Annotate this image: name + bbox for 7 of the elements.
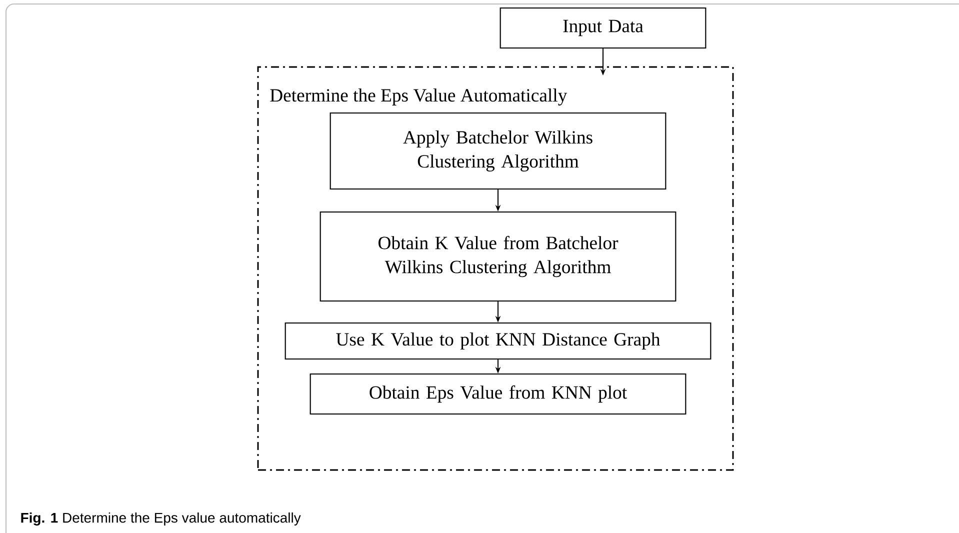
- group-heading: Determine the Eps Value Automatically: [270, 88, 568, 106]
- process-box: Use K Value to plot KNN Distance Graph: [284, 322, 712, 360]
- figure-caption: Fig. 1 Determine the Eps value automatically: [21, 512, 301, 526]
- process-box: Obtain K Value from Batchelor Wilkins Clustering Algorithm: [320, 211, 676, 302]
- process-box: Obtain Eps Value from KNN plot: [310, 373, 686, 415]
- process-box: Apply Batchelor Wilkins Clustering Algorithm: [330, 112, 666, 190]
- process-box: Input Data: [500, 7, 706, 49]
